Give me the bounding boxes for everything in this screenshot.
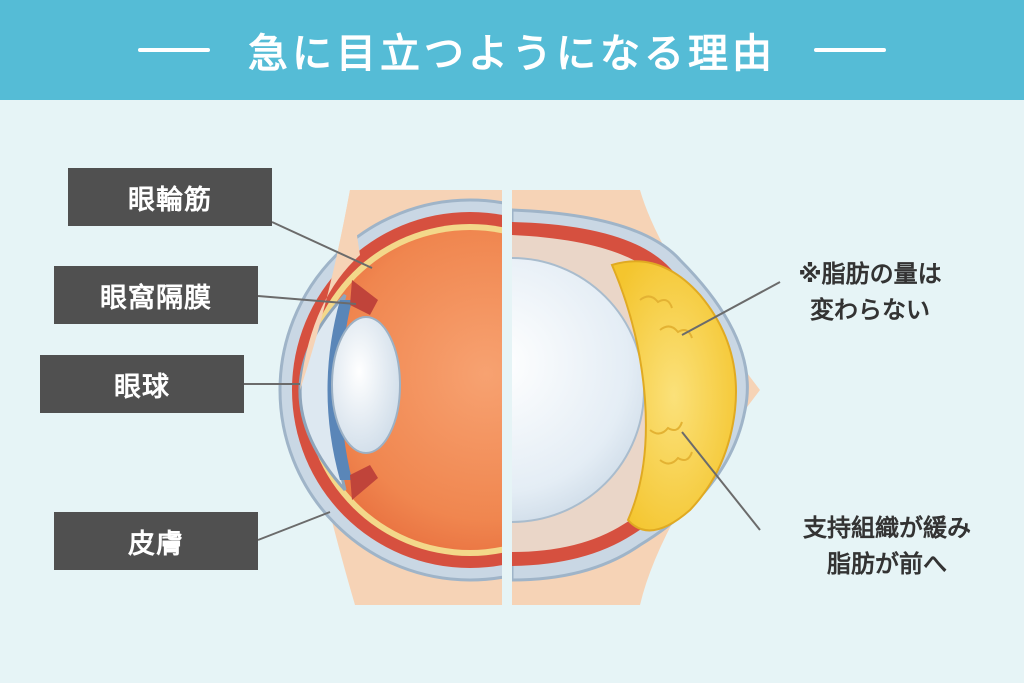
note-fat-volume-line1: ※脂肪の量は [798,260,942,288]
left-eye-half [278,190,502,605]
label-eyeball: 眼球 [40,355,244,413]
note-tissue-line1: 支持組織が緩み [803,514,971,542]
label-orbital-septum: 眼窩隔膜 [54,266,258,324]
leader-eyelid-muscle [271,221,373,269]
note-tissue: 支持組織が緩み 脂肪が前へ [772,510,1002,582]
left-eyeball-body [310,230,502,550]
page-title: 急に目立つようになる理由 [248,31,776,77]
leader-skin [257,511,331,541]
header-banner: 急に目立つようになる理由 [0,0,1024,100]
note-fat-volume: ※脂肪の量は 変わらない [770,256,970,328]
leader-tissue [681,431,761,531]
label-skin: 皮膚 [54,512,258,570]
label-eyelid-muscle: 眼輪筋 [68,168,272,226]
leader-fat-volume [681,281,781,336]
center-divider [502,185,512,610]
header-rule-right [814,48,886,52]
note-fat-volume-line2: 変わらない [810,296,930,324]
leader-orbital-septum [257,295,357,305]
right-eye-half [512,190,760,605]
note-tissue-line2: 脂肪が前へ [827,550,947,578]
header-rule-left [138,48,210,52]
right-fat-pad [610,260,737,532]
left-lens [331,316,401,454]
